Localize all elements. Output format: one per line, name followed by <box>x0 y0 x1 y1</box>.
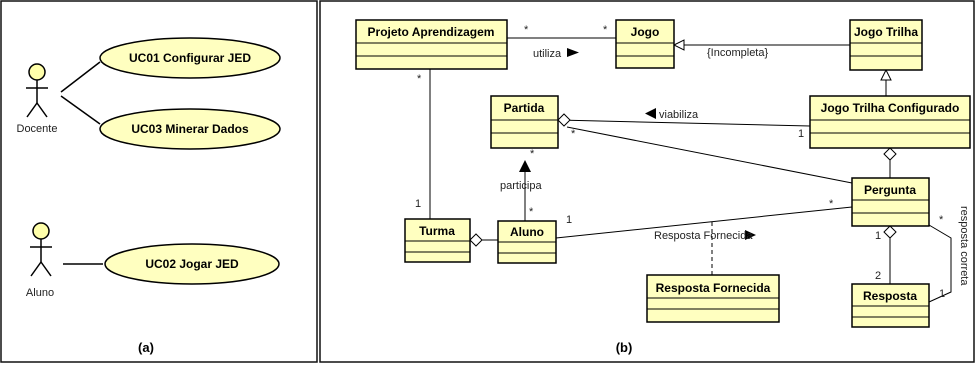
actor-docente-label: Docente <box>17 123 58 135</box>
svg-text:Jogo: Jogo <box>631 25 660 39</box>
mult-aluno-pergunta-dst: * <box>829 198 834 210</box>
label-resposta-correta: resposta correta <box>958 206 970 286</box>
label-utiliza: utiliza <box>533 48 562 60</box>
label-participa: participa <box>500 180 542 192</box>
mult-correta-src: * <box>939 214 944 226</box>
mult-partida-aluno-src: * <box>530 148 535 160</box>
aggregation-diamond-partida <box>557 113 571 127</box>
direction-arrow-participa <box>519 160 531 172</box>
aggregation-diamond-pergunta <box>883 225 897 239</box>
panel-b: Projeto Aprendizagem Jogo Jogo Trilha Pa… <box>319 0 975 363</box>
caption-a: (a) <box>138 340 154 355</box>
class-resposta: Resposta <box>851 283 930 328</box>
svg-text:Jogo Trilha Configurado: Jogo Trilha Configurado <box>821 101 960 115</box>
mult-aluno-pergunta-src: 1 <box>566 214 572 226</box>
mult-projeto-jogo-dst: * <box>603 24 608 36</box>
class-aluno: Aluno <box>497 220 557 264</box>
actor-docente <box>26 63 48 118</box>
mult-viabiliza-dst: 1 <box>798 128 804 140</box>
actor-aluno-label: Aluno <box>26 287 54 299</box>
caption-b: (b) <box>616 340 633 355</box>
direction-arrow-viabiliza <box>645 108 656 119</box>
class-turma: Turma <box>404 218 471 263</box>
direction-arrow-utiliza <box>567 48 579 57</box>
svg-text:Partida: Partida <box>504 101 545 115</box>
actor-aluno <box>30 222 52 277</box>
svg-text:Aluno: Aluno <box>510 225 544 239</box>
label-incompleta: {Incompleta} <box>707 47 768 59</box>
class-partida: Partida <box>490 95 559 149</box>
svg-text:Jogo Trilha: Jogo Trilha <box>854 25 918 39</box>
panel-a: Docente Aluno UC01 Configurar JED UC03 M… <box>0 0 318 363</box>
mult-pergunta-resposta-src: 1 <box>875 230 881 242</box>
mult-projeto-turma-src: * <box>417 73 422 85</box>
direction-arrow-resposta <box>745 230 756 240</box>
svg-text:UC03 Minerar Dados: UC03 Minerar Dados <box>131 122 249 136</box>
mult-correta-dst: 1 <box>939 288 945 300</box>
generalization-arrow-jogo <box>672 39 685 51</box>
svg-text:Resposta: Resposta <box>863 289 917 303</box>
svg-text:UC01 Configurar JED: UC01 Configurar JED <box>129 51 251 65</box>
class-jogo-trilha-configurado: Jogo Trilha Configurado <box>809 95 971 149</box>
class-jogo: Jogo <box>615 19 675 69</box>
aggregation-diamond-turma <box>469 233 483 247</box>
aggregation-diamond-config <box>883 147 897 161</box>
class-pergunta: Pergunta <box>851 177 930 227</box>
svg-text:Turma: Turma <box>419 224 455 238</box>
svg-text:UC02 Jogar JED: UC02 Jogar JED <box>145 257 239 271</box>
class-projeto-aprendizagem: Projeto Aprendizagem <box>355 19 508 70</box>
usecase-uc03: UC03 Minerar Dados <box>99 108 281 150</box>
mult-partida-pergunta-src: * <box>571 128 576 140</box>
mult-projeto-jogo-src: * <box>524 24 529 36</box>
actor-associations <box>60 61 103 265</box>
label-viabiliza: viabiliza <box>659 109 699 121</box>
label-resposta-fornecida: Resposta Fornecida <box>654 230 753 242</box>
usecase-uc02: UC02 Jogar JED <box>104 243 280 285</box>
connectors <box>429 37 952 303</box>
class-jogo-trilha: Jogo Trilha <box>849 19 923 71</box>
mult-pergunta-resposta-dst: 2 <box>875 270 881 282</box>
mult-partida-aluno-dst: * <box>529 206 534 218</box>
class-resposta-fornecida: Resposta Fornecida <box>646 274 780 323</box>
svg-text:Projeto Aprendizagem: Projeto Aprendizagem <box>368 25 495 39</box>
svg-text:Pergunta: Pergunta <box>864 183 916 197</box>
usecase-uc01: UC01 Configurar JED <box>99 37 281 79</box>
svg-text:Resposta Fornecida: Resposta Fornecida <box>656 281 771 295</box>
generalization-arrow-jogo-trilha <box>880 68 892 81</box>
mult-projeto-turma-dst: 1 <box>415 198 421 210</box>
